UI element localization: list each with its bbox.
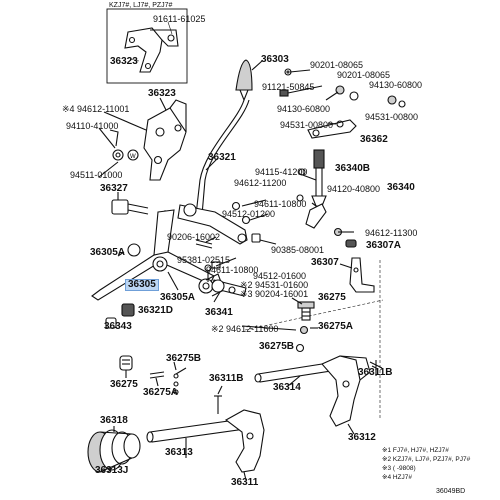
label-36275A-lower: 36275A — [143, 387, 179, 398]
label-36313: 36313 — [165, 447, 193, 458]
inset-label-36323: 36323 — [110, 56, 138, 67]
label-36311: 36311 — [231, 477, 259, 488]
label-36362: 36362 — [360, 134, 388, 145]
label-36275-lower: 36275 — [110, 379, 138, 390]
label-36312: 36312 — [348, 432, 376, 443]
label-36311B-left: 36311B — [209, 373, 244, 384]
label-94531-00800-b: 94531-00800 — [365, 112, 419, 122]
label-36340B: 36340B — [335, 163, 371, 174]
synchronizer-36318 — [87, 426, 141, 473]
label-36323: 36323 — [148, 88, 176, 99]
label-36318: 36318 — [100, 415, 128, 426]
label-36303: 36303 — [261, 54, 289, 65]
label-36305A: 36305A — [90, 247, 126, 258]
label-94612-11001: ※4 94612-11001 — [62, 104, 130, 114]
shift-lever-shaft-36341 — [211, 279, 318, 335]
label-94130-60800-a: 94130-60800 — [277, 104, 331, 114]
label-36313J: 36313J — [95, 465, 129, 476]
footnote-2: ※2 KZJ7#, LJ7#, PZJ7#, PJ7# — [382, 456, 471, 463]
label-94110-41000: 94110-41000 — [66, 121, 119, 131]
label-94512-01600: 94512-01600 — [253, 271, 307, 281]
label-94612-11200: 94612-11200 — [234, 178, 287, 188]
inset-box — [106, 8, 188, 84]
label-95381-02515: 95381-02515 — [177, 255, 231, 265]
label-36340: 36340 — [387, 182, 415, 193]
label-36307: 36307 — [311, 257, 339, 268]
footnote-3: ※3 ( -9808) — [382, 465, 416, 472]
fork-shaft-36313 — [146, 367, 265, 481]
label-36275B-right: 36275B — [259, 341, 295, 352]
inset-model-note: KZJ7#, LJ7#, PZJ7# — [109, 2, 173, 9]
label-36305: 36305 — [125, 279, 159, 291]
label-94611-10800-b: 94611-10800 — [206, 265, 259, 275]
shift-head-36307 — [339, 257, 375, 293]
label-36307A: 36307A — [366, 240, 402, 251]
label-94612-11300: 94612-11300 — [365, 228, 418, 238]
label-36314: 36314 — [273, 382, 301, 393]
label-94511-01000: 94511-01000 — [70, 170, 123, 180]
label-90204-16001: ※3 90204-16001 — [240, 289, 309, 299]
footnote-1: ※1 FJ7#, HJ7#, HZJ7# — [382, 447, 449, 454]
label-94120-40800: 94120-40800 — [327, 184, 381, 194]
label-36305A-lower: 36305A — [160, 292, 196, 303]
label-36343: 36343 — [104, 321, 132, 332]
label-90206-16002: 90206-16002 — [167, 232, 221, 242]
bracket-36323 — [143, 97, 187, 181]
label-94531-01600: ※2 94531-01600 — [240, 280, 309, 290]
svg-text:W: W — [130, 154, 136, 160]
label-90201-08065-b: 90201-08065 — [337, 70, 391, 80]
figure-code: 36049BD — [436, 488, 466, 495]
shift-link-36305 — [91, 209, 225, 329]
label-94531-00800-a: 94531-00800 — [280, 120, 334, 130]
label-36311B-right: 36311B — [358, 367, 393, 378]
shift-shaft-36340 — [296, 149, 357, 248]
label-91121-50845: 91121-50845 — [262, 82, 315, 92]
label-90385-08001: 90385-08001 — [271, 245, 325, 255]
label-36321D: 36321D — [138, 305, 174, 316]
fork-shaft-36314 — [254, 343, 383, 435]
label-36275A: 36275A — [318, 321, 354, 332]
footnote-4: ※4 HZJ7# — [382, 474, 413, 481]
label-94130-60800-b: 94130-60800 — [369, 80, 423, 90]
label-94612-11600: ※2 94612-11600 — [211, 324, 279, 334]
label-94512-01200: 94512-01200 — [222, 209, 276, 219]
label-36275B-left: 36275B — [166, 353, 202, 364]
label-94611-10800-a: 94611-10800 — [254, 199, 307, 209]
shift-lever-36321 — [177, 59, 263, 245]
label-90201-08065-a: 90201-08065 — [310, 60, 364, 70]
select-lever-36362 — [279, 68, 406, 139]
inset-label-91611-61025: 91611-61025 — [153, 14, 206, 24]
label-36341: 36341 — [205, 307, 233, 318]
label-94115-41200: 94115-41200 — [255, 167, 308, 177]
label-36275: 36275 — [318, 292, 346, 303]
label-36321: 36321 — [208, 152, 236, 163]
label-36327: 36327 — [100, 183, 128, 194]
